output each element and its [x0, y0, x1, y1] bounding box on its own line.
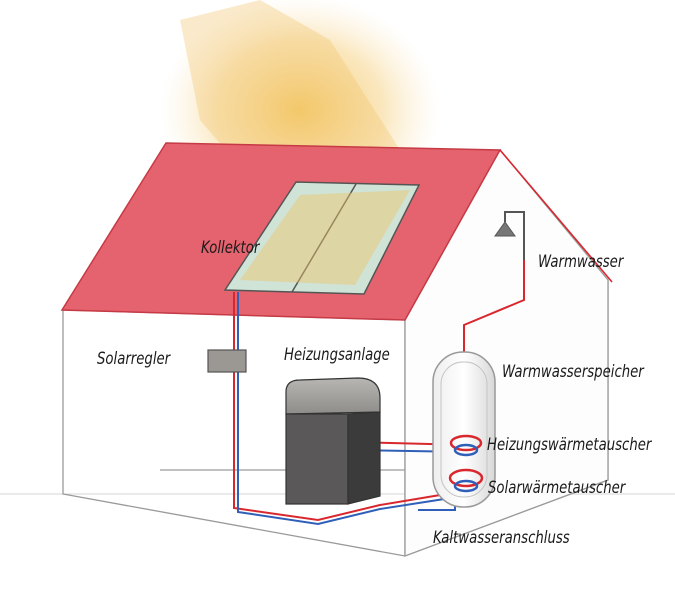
hot-water-tank [432, 351, 496, 508]
heating-heat-exchanger-coil [449, 434, 483, 457]
shower-head-icon [494, 211, 525, 260]
solar-heat-exchanger-coil [448, 468, 484, 493]
roof-edge-right [499, 149, 613, 283]
hot-water-pipe [463, 260, 525, 370]
label-heating-system: Heizungsanlage [284, 345, 390, 365]
label-hot-water: Warmwasser [538, 252, 624, 272]
label-solar-controller: Solarregler [97, 349, 171, 369]
label-solar-heat-exchanger: Solarwärmetauscher [488, 478, 626, 498]
label-cold-water-connection: Kaltwasseranschluss [433, 528, 570, 548]
solar-controller-box [207, 349, 247, 373]
label-collector: Kollektor [201, 238, 260, 258]
label-hot-water-tank: Warmwasserspeicher [502, 362, 644, 382]
label-heating-heat-exchanger: Heizungswärmetauscher [487, 435, 652, 455]
heating-unit [285, 377, 381, 505]
collector-panel [223, 181, 421, 295]
